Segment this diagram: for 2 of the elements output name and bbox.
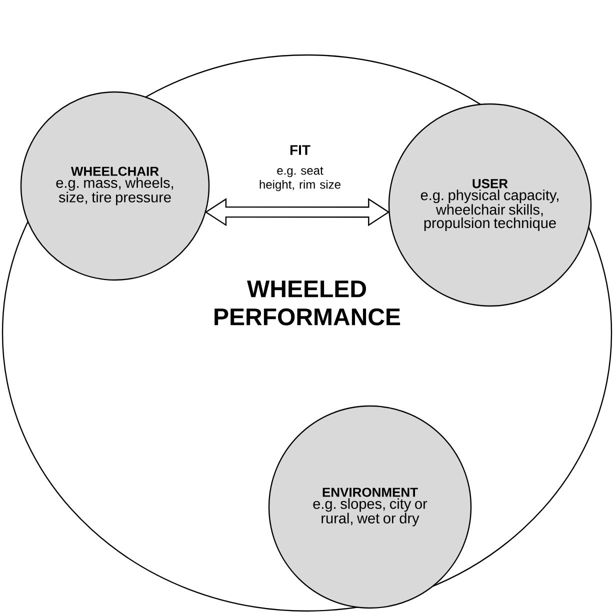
- edge-label: FIT: [290, 145, 310, 155]
- note-text: e.g. seat height, rim size: [260, 166, 340, 192]
